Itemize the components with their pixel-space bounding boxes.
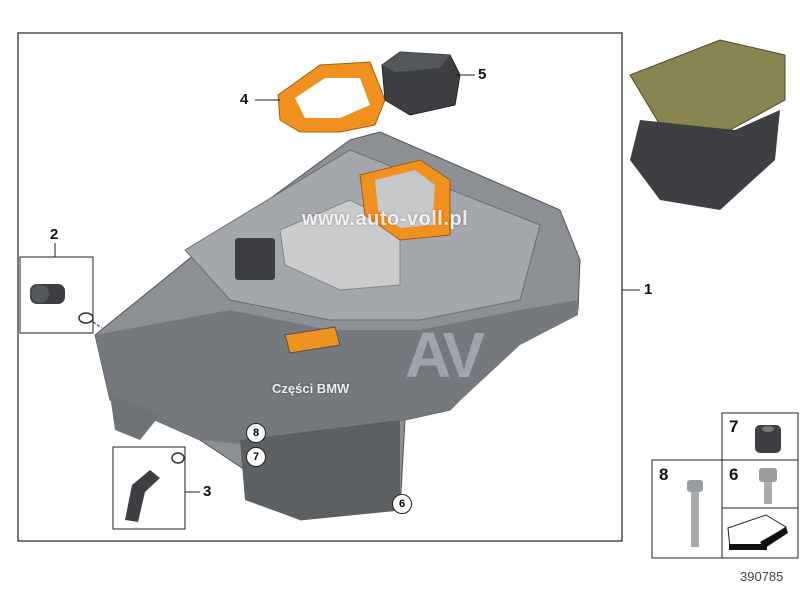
- leader-line-2b: [92, 321, 103, 329]
- assembly-thumbnail: [629, 39, 786, 210]
- watermark-shop: Części BMW: [272, 381, 350, 396]
- callout-2: 2: [50, 226, 59, 243]
- watermark-logo: AV: [405, 319, 485, 391]
- circled-callout-6: 6: [392, 494, 412, 514]
- callout-3: 3: [203, 483, 212, 500]
- main-frame: [17, 32, 623, 542]
- threaded-insert-icon: [755, 425, 781, 453]
- short-bolt-icon: [759, 468, 777, 504]
- circled-callout-8: 8: [246, 423, 266, 443]
- callout-4: 4: [240, 91, 249, 108]
- coolant-elbow-part: [125, 452, 185, 522]
- circled-callout-7: 7: [246, 447, 266, 467]
- legend-label-6: 6: [729, 465, 739, 484]
- inverter-housing: [94, 131, 581, 521]
- legend-label-8: 8: [659, 465, 669, 484]
- legend-label-7: 7: [729, 417, 739, 436]
- diagram-part-number: 390785: [740, 569, 784, 584]
- sensor-part: [30, 284, 94, 324]
- orange-seal-frame: [277, 61, 386, 133]
- callout-5: 5: [478, 66, 487, 83]
- long-bolt-icon: [687, 480, 703, 547]
- torx-reference-arrow-icon: [727, 514, 788, 550]
- parts-legend-grid: [651, 412, 799, 559]
- watermark-url: www.auto-voll.pl: [302, 208, 469, 230]
- callout-1: 1: [644, 281, 653, 298]
- dark-cover: [381, 51, 461, 116]
